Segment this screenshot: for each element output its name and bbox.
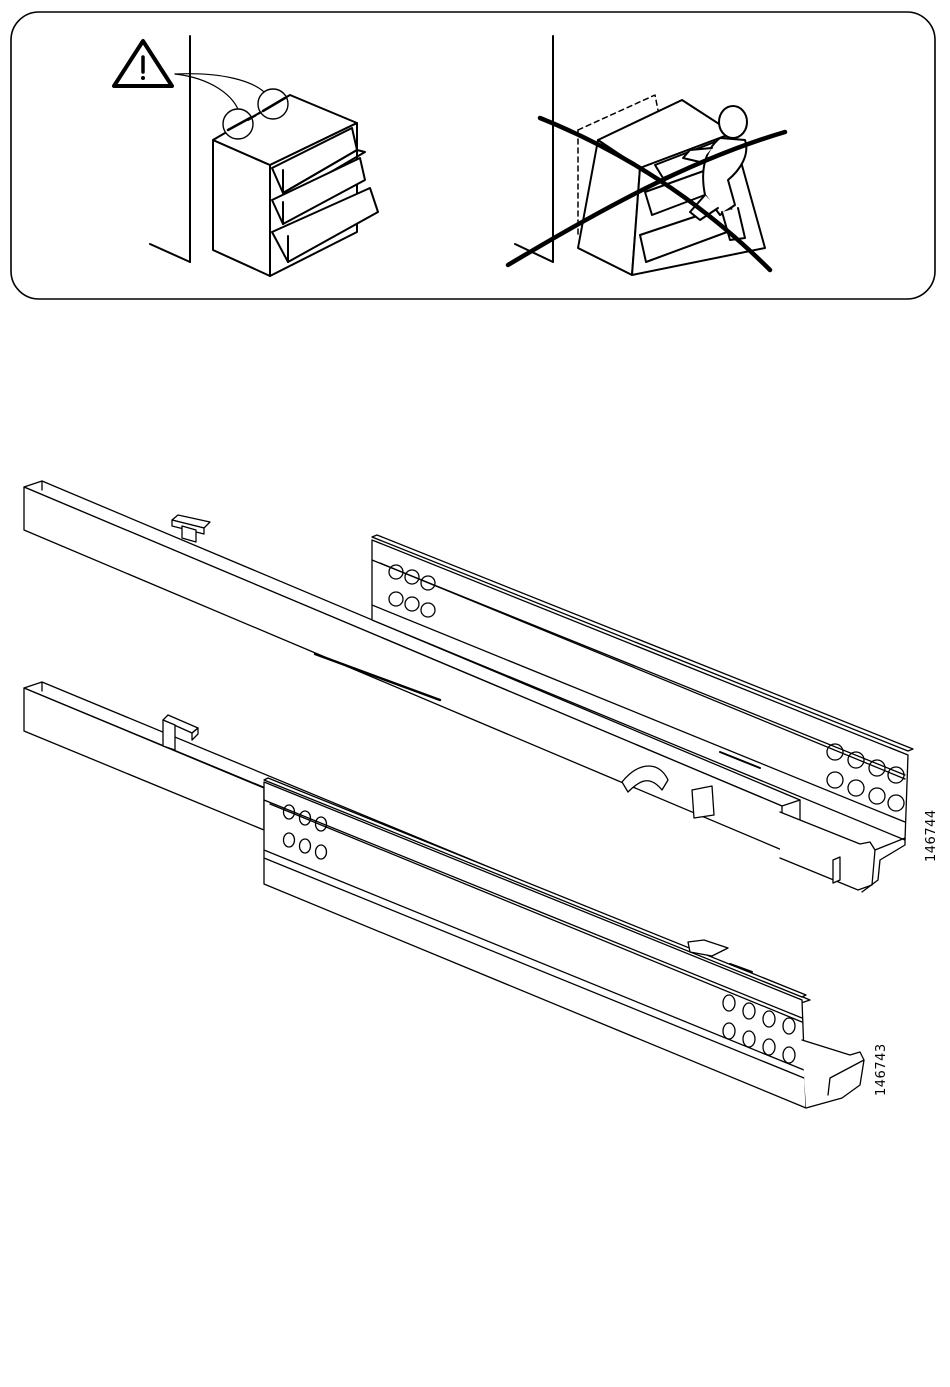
part-code-bottom-rail: 146743 — [874, 1043, 889, 1096]
rail-front-profile — [802, 1040, 864, 1108]
outer-rail-side-panel — [264, 782, 806, 1108]
part-code-top-rail: 146744 — [924, 809, 939, 862]
rail-front-profile — [780, 812, 875, 890]
drawer-rail-top — [24, 481, 913, 892]
rail-clip — [692, 786, 714, 818]
